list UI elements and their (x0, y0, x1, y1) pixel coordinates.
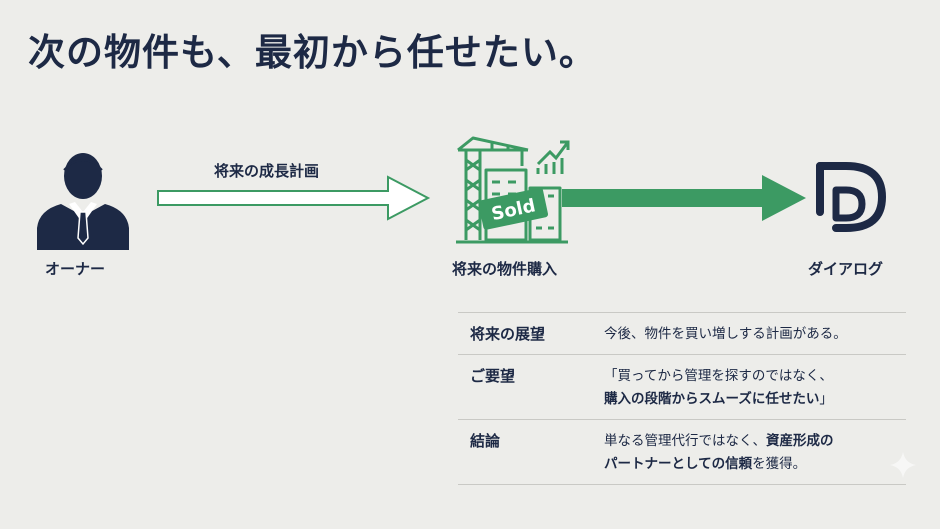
building-label: 将来の物件購入 (452, 260, 558, 278)
row-text: 今後、物件を買い増しする計画がある。 (604, 326, 847, 342)
plan-label: 将来の成長計画 (214, 162, 320, 180)
row-text-bold: 購入の段階からスムーズに任せたい (604, 391, 820, 407)
green-arrow (562, 175, 806, 221)
outline-arrow (157, 175, 431, 221)
growth-chart-icon (536, 140, 570, 174)
row-key: ご要望 (470, 367, 516, 385)
row-text: 」 (819, 391, 833, 407)
row-text: 単なる管理代行ではなく、 (604, 433, 766, 449)
row-value: 今後、物件を買い増しする計画がある。 (604, 323, 906, 346)
row-value: 「買ってから管理を探すのではなく、 購入の段階からスムーズに任せたい」 (604, 365, 906, 411)
businessman-icon (37, 153, 129, 250)
owner-label: オーナー (45, 260, 106, 278)
info-table: 将来の展望 今後、物件を買い増しする計画がある。 ご要望 「買ってから管理を探す… (458, 312, 906, 485)
table-row: 結論 単なる管理代行ではなく、資産形成の パートナーとしての信頼を獲得。 (458, 420, 906, 485)
row-text: を獲得。 (752, 456, 807, 472)
row-text-bold: 資産形成の (766, 433, 834, 449)
table-row: 将来の展望 今後、物件を買い増しする計画がある。 (458, 312, 906, 355)
row-key: 将来の展望 (470, 325, 546, 343)
construction-building-sold-icon: Sold (456, 136, 570, 244)
row-key: 結論 (470, 432, 501, 450)
dialog-label: ダイアログ (808, 260, 884, 278)
page-title: 次の物件も、最初から任せたい。 (28, 31, 597, 74)
sparkle-icon (890, 452, 916, 478)
row-text-bold: パートナーとしての信頼 (604, 456, 753, 472)
dialog-logo-icon (816, 162, 886, 232)
table-row: ご要望 「買ってから管理を探すのではなく、 購入の段階からスムーズに任せたい」 (458, 355, 906, 420)
row-text: 「買ってから管理を探すのではなく、 (604, 368, 833, 384)
row-value: 単なる管理代行ではなく、資産形成の パートナーとしての信頼を獲得。 (604, 430, 906, 476)
